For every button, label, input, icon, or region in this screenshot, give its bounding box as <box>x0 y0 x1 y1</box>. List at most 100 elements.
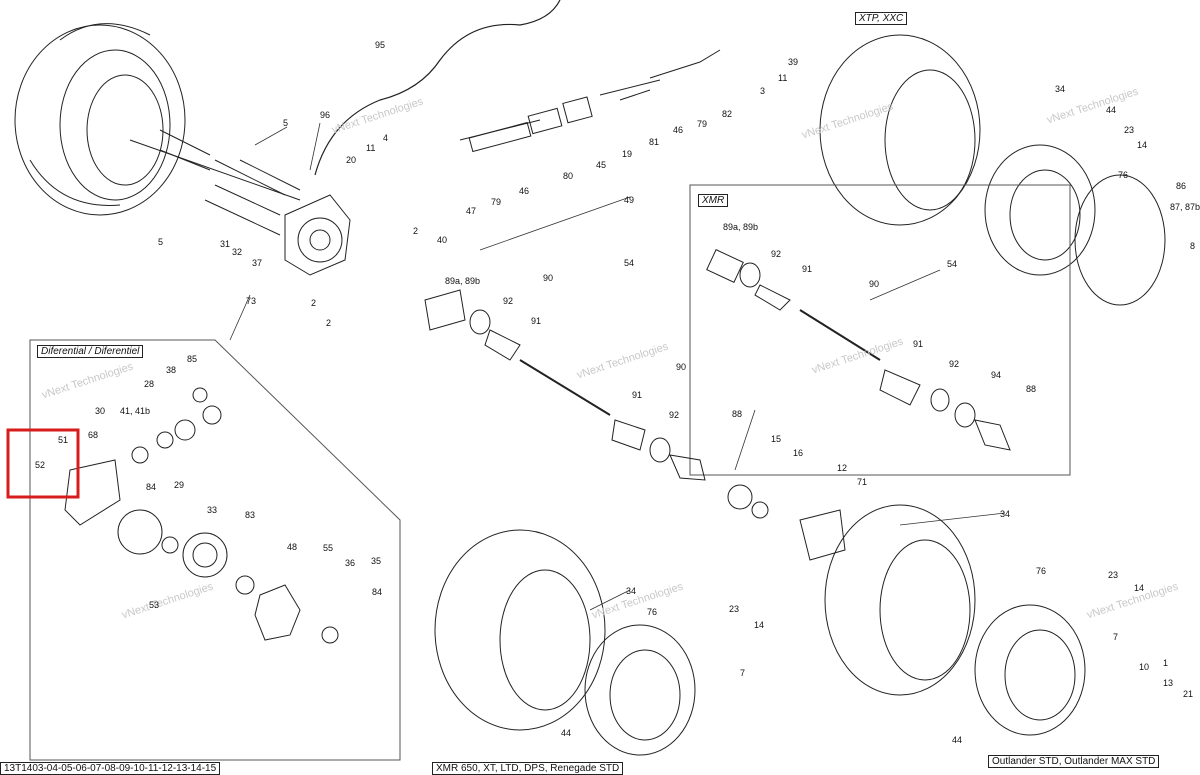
callout-54: 54 <box>947 259 958 269</box>
variant-label-differential: Diferential / Diferentiel <box>37 345 144 358</box>
callout-31: 31 <box>220 239 231 249</box>
callout-92: 92 <box>949 359 960 369</box>
callout-76: 76 <box>1036 566 1047 576</box>
callout-46: 46 <box>519 186 530 196</box>
callout-3: 3 <box>760 86 766 96</box>
callout-88: 88 <box>732 409 743 419</box>
callout-34: 34 <box>1000 509 1011 519</box>
tire-top-right <box>819 34 1166 306</box>
callout-14: 14 <box>754 620 765 630</box>
callout-36: 36 <box>345 558 356 568</box>
callout-71: 71 <box>857 477 868 487</box>
callout-12: 12 <box>837 463 848 473</box>
callout-55: 55 <box>323 543 334 553</box>
callout-76: 76 <box>1118 170 1129 180</box>
callout-7: 7 <box>1113 632 1119 642</box>
callout-91: 91 <box>632 390 643 400</box>
callout-34: 34 <box>626 586 637 596</box>
callout-2: 2 <box>311 298 317 308</box>
callout-10: 10 <box>1139 662 1150 672</box>
callout-8: 8 <box>1190 241 1196 251</box>
callout-79: 79 <box>491 197 502 207</box>
callout-16: 16 <box>793 448 804 458</box>
callout-47: 47 <box>466 206 477 216</box>
variant-label-xtp-xxc: XTP, XXC <box>855 12 908 25</box>
callout-52: 52 <box>35 460 46 470</box>
callout-87-87b: 87, 87b <box>1170 202 1200 212</box>
callout-90: 90 <box>676 362 687 372</box>
callout-91: 91 <box>802 264 813 274</box>
callout-49: 49 <box>624 195 635 205</box>
callout-84: 84 <box>146 482 157 492</box>
callout-13: 13 <box>1163 678 1174 688</box>
callout-5: 5 <box>158 237 164 247</box>
callout-28: 28 <box>144 379 155 389</box>
callout-14: 14 <box>1134 583 1145 593</box>
callout-7: 7 <box>740 668 746 678</box>
callout-80: 80 <box>563 171 574 181</box>
callout-40: 40 <box>437 235 448 245</box>
callout-1: 1 <box>1163 658 1169 668</box>
callout-32: 32 <box>232 247 243 257</box>
callout-19: 19 <box>622 149 633 159</box>
callout-46: 46 <box>673 125 684 135</box>
callout-88: 88 <box>1026 384 1037 394</box>
callout-53: 53 <box>149 600 160 610</box>
xmr-drive-axle <box>706 249 1011 451</box>
callout-96: 96 <box>320 110 331 120</box>
callout-83: 83 <box>245 510 256 520</box>
callout-51: 51 <box>58 435 69 445</box>
part-code-label: 13T1403-04-05-06-07-08-09-10-11-12-13-14… <box>0 762 221 775</box>
propeller-shaft <box>459 49 721 153</box>
models-label-b: Outlander STD, Outlander MAX STD <box>988 755 1160 768</box>
callout-92: 92 <box>669 410 680 420</box>
callout-14: 14 <box>1137 140 1148 150</box>
callout-68: 68 <box>88 430 99 440</box>
callout-23: 23 <box>1108 570 1119 580</box>
callout-81: 81 <box>649 137 660 147</box>
callout-90: 90 <box>543 273 554 283</box>
callout-91: 91 <box>531 316 542 326</box>
callout-48: 48 <box>287 542 298 552</box>
callout-4: 4 <box>383 133 389 143</box>
tire-bottom-middle <box>434 529 696 756</box>
callout-44: 44 <box>561 728 572 738</box>
callout-92: 92 <box>771 249 782 259</box>
callout-79: 79 <box>697 119 708 129</box>
models-label-a: XMR 650, XT, LTD, DPS, Renegade STD <box>432 762 624 775</box>
callout-54: 54 <box>624 258 635 268</box>
callout-33: 33 <box>207 505 218 515</box>
callout-15: 15 <box>771 434 782 444</box>
callout-76: 76 <box>647 607 658 617</box>
callout-30: 30 <box>95 406 106 416</box>
callout-41-41b: 41, 41b <box>120 406 151 416</box>
callout-95: 95 <box>375 40 386 50</box>
callout-45: 45 <box>596 160 607 170</box>
callout-11: 11 <box>366 143 376 153</box>
callout-2: 2 <box>326 318 332 328</box>
callout-34: 34 <box>1055 84 1066 94</box>
callout-23: 23 <box>1124 125 1135 135</box>
callout-84: 84 <box>372 587 383 597</box>
callout-29: 29 <box>174 480 185 490</box>
callout-91: 91 <box>913 339 924 349</box>
callout-21: 21 <box>1183 689 1194 699</box>
tire-top-left <box>14 23 186 216</box>
callout-85: 85 <box>187 354 198 364</box>
callout-39: 39 <box>788 57 799 67</box>
callout-37: 37 <box>252 258 263 268</box>
highlight-box <box>6 428 80 499</box>
callout-86: 86 <box>1176 181 1187 191</box>
callout-20: 20 <box>346 155 357 165</box>
rear-differential-parts <box>64 387 339 644</box>
callout-92: 92 <box>503 296 514 306</box>
callout-89a-89b: 89a, 89b <box>445 276 481 286</box>
callout-38: 38 <box>166 365 177 375</box>
callout-35: 35 <box>371 556 382 566</box>
callout-44: 44 <box>1106 105 1117 115</box>
front-differential-housing <box>284 194 351 276</box>
callout-23: 23 <box>729 604 740 614</box>
callout-2: 2 <box>413 226 419 236</box>
